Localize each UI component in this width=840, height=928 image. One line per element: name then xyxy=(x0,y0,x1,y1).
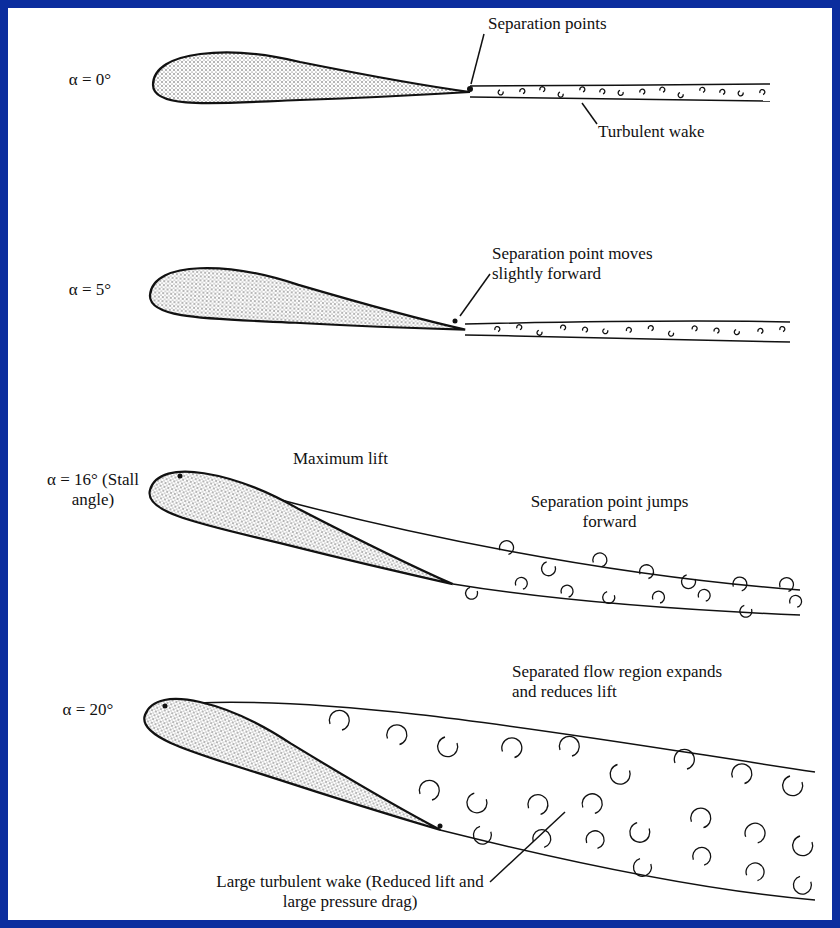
wake-curl xyxy=(720,89,725,94)
wake-curl xyxy=(732,764,752,784)
wake-curl xyxy=(700,87,705,92)
wake-curl xyxy=(540,87,545,92)
angle-label: α = 16° (Stall angle) xyxy=(38,470,148,509)
wake-curl xyxy=(669,331,674,336)
wake-curl xyxy=(780,578,794,592)
wake-curl xyxy=(678,93,683,98)
wake-curl xyxy=(603,592,615,604)
wake-curl xyxy=(626,328,631,333)
wake-curl xyxy=(387,725,407,745)
callout-label: Separated flow region expands and reduce… xyxy=(512,662,727,701)
wake-curl xyxy=(691,808,711,828)
wake-curl xyxy=(610,765,630,785)
callout-label: Separation point moves slightly forward xyxy=(492,244,697,283)
wake-curl xyxy=(640,89,645,94)
wake-curl xyxy=(692,326,697,331)
white-panel xyxy=(8,8,832,920)
wake-curl xyxy=(660,87,665,92)
wake-curl xyxy=(734,330,739,335)
wake-curl xyxy=(528,795,548,815)
wake-curl xyxy=(600,89,605,94)
wake-curl xyxy=(652,591,664,603)
wake-curl xyxy=(495,327,500,332)
wake-curl xyxy=(498,90,503,95)
wake-curl xyxy=(745,823,765,843)
wake-curl xyxy=(500,541,514,555)
callout-label: Turbulent wake xyxy=(598,122,748,142)
wake-curl xyxy=(630,823,650,843)
wake-curl xyxy=(515,577,527,589)
wake-curl xyxy=(438,737,458,757)
wake-curl xyxy=(542,562,556,576)
wake-curl xyxy=(746,863,764,881)
angle-label: α = 0° xyxy=(40,70,140,90)
wake-curl xyxy=(558,92,563,97)
wake-curl xyxy=(517,325,522,330)
wake-curl xyxy=(740,605,752,617)
wake-curl xyxy=(682,575,696,589)
wake-curl xyxy=(738,91,743,96)
wake-curl xyxy=(520,89,525,94)
wake-curl xyxy=(648,326,653,331)
wake-curl xyxy=(733,577,747,591)
wake-curl xyxy=(714,328,719,333)
wake-curl xyxy=(561,585,573,597)
wake-curl xyxy=(698,589,710,601)
angle-label: α = 5° xyxy=(40,280,140,300)
wake-curl xyxy=(502,738,522,758)
wake-curl xyxy=(582,794,602,814)
wake-curl xyxy=(561,325,566,330)
callout-label: Separation point jumps forward xyxy=(512,492,707,531)
wake-curl xyxy=(783,776,803,796)
wake-curl xyxy=(533,830,551,848)
wake-curl xyxy=(583,327,588,332)
wake-curl xyxy=(674,749,694,769)
wake-curl xyxy=(467,793,487,813)
wake-curl xyxy=(593,553,607,567)
wake-curl xyxy=(559,736,579,756)
wake-curl xyxy=(466,587,478,599)
angle-label: α = 20° xyxy=(38,700,138,720)
wake-curl xyxy=(780,327,785,332)
wake-curl xyxy=(793,876,811,894)
wake-curl xyxy=(618,90,623,95)
wake-curl xyxy=(419,780,439,800)
wake-curl xyxy=(693,847,711,865)
callout-label: Separation points xyxy=(488,14,668,34)
wake-curl xyxy=(603,329,608,334)
wake-curl xyxy=(790,595,802,607)
callout-label: Large turbulent wake (Reduced lift and l… xyxy=(200,872,500,911)
callout-label: Maximum lift xyxy=(293,449,423,469)
wake-curl xyxy=(793,836,813,856)
wake-curl xyxy=(329,710,349,730)
wake-curl xyxy=(473,826,491,844)
wake-curl xyxy=(633,859,651,877)
wake-curl xyxy=(640,565,654,579)
wake-curl xyxy=(586,831,604,849)
wake-curl xyxy=(760,90,765,95)
wake-curl xyxy=(758,328,763,333)
wake-curl xyxy=(580,87,585,92)
wake-curl xyxy=(537,330,542,335)
